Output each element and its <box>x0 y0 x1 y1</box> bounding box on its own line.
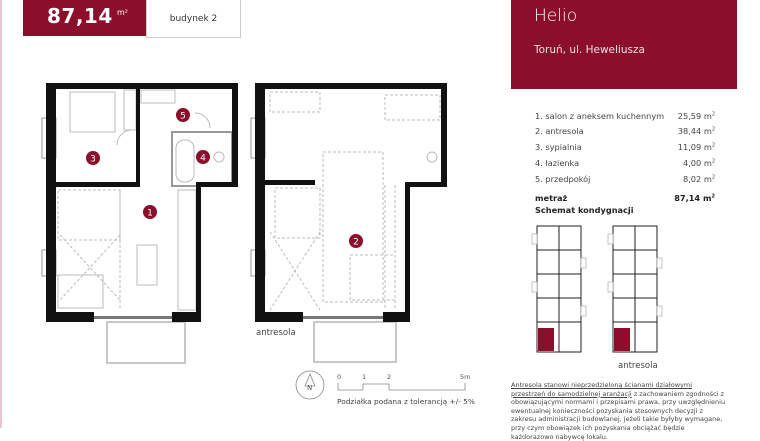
sofa-icon <box>57 274 104 309</box>
room-area: 38,44 m2 <box>677 126 715 136</box>
room-area: 25,59 m2 <box>677 111 715 121</box>
compass-icon: N <box>295 370 325 400</box>
mezzanine-note: Antresola stanowi nieprzedzieloną ściana… <box>511 381 726 441</box>
room-row: 1. salon z aneksem kuchennym 25,59 m2 <box>535 111 715 123</box>
room-label: 2. antresola <box>535 126 584 136</box>
brand-name: Helio <box>534 6 578 26</box>
balcony <box>106 321 186 364</box>
scheme-highlight-unit <box>538 328 554 351</box>
scale-bar <box>337 383 466 391</box>
room-marker-5: 5 <box>176 108 190 122</box>
kitchen-counter <box>177 189 197 311</box>
door-icon <box>116 129 133 146</box>
wardrobe-icon <box>140 89 176 104</box>
brand-box: Helio Toruń, ul. Heweliusza <box>511 0 737 89</box>
scheme-title: Schemat kondygnacji <box>535 205 634 215</box>
bathtub-icon <box>175 139 195 183</box>
scale-tick: 1 <box>362 373 367 381</box>
room-row: 5. przedpokój 8,02 m2 <box>535 174 715 186</box>
svg-text:4: 4 <box>200 154 206 164</box>
scheme-highlight-unit <box>614 328 630 351</box>
door-icon <box>194 112 211 129</box>
svg-text:N: N <box>307 384 312 392</box>
scale-tick: 0 <box>337 373 342 381</box>
room-label: 1. salon z aneksem kuchennym <box>535 111 665 121</box>
scale-tick: 2 <box>387 373 392 381</box>
svg-text:2: 2 <box>353 238 359 248</box>
floor-plans: 1 2 3 4 5 N <box>41 83 466 400</box>
mezzanine-plan-label: antresola <box>256 328 296 338</box>
room-label: 4. łazienka <box>535 158 580 168</box>
toilet-icon <box>213 151 225 163</box>
area-value: 87,14 <box>47 4 113 28</box>
stairs-icon <box>57 189 121 241</box>
scale-tick: 5m <box>460 373 471 381</box>
bed-icon <box>69 91 116 133</box>
dining-table-icon <box>136 244 158 286</box>
room-marker-3: 3 <box>86 151 100 165</box>
page-edge-line <box>0 0 2 428</box>
room-label: 5. przedpokój <box>535 174 591 184</box>
area-badge: 87,14 m² <box>23 0 146 36</box>
total-label: metraż <box>535 193 568 203</box>
room-area: 8,02 m2 <box>683 174 715 184</box>
area-unit: m² <box>117 8 128 17</box>
walls <box>46 83 447 322</box>
room-label: 3. sypialnia <box>535 142 582 152</box>
room-area: 4,00 m2 <box>683 158 715 168</box>
svg-text:3: 3 <box>90 155 96 165</box>
room-row: 2. antresola 38,44 m2 <box>535 126 715 138</box>
scale-caption: Podziałka podana z tolerancją +/- 5% <box>337 397 475 406</box>
scheme-mezzanine-label: antresola <box>618 361 658 371</box>
balcony <box>313 321 397 363</box>
floor-scheme <box>531 225 663 353</box>
total-row: metraż 87,14 m2 <box>535 193 715 205</box>
wardrobe-icon <box>123 89 137 131</box>
room-marker-2: 2 <box>349 234 363 248</box>
building-label: budynek 2 <box>146 0 241 38</box>
svg-text:5: 5 <box>180 112 186 122</box>
room-area: 11,09 m2 <box>677 142 715 152</box>
room-row: 3. sypialnia 11,09 m2 <box>535 142 715 154</box>
room-marker-4: 4 <box>196 150 210 164</box>
room-row: 4. łazienka 4,00 m2 <box>535 158 715 170</box>
svg-text:1: 1 <box>147 209 153 219</box>
total-area: 87,14 m2 <box>674 193 715 203</box>
brand-address: Toruń, ul. Heweliusza <box>534 44 645 56</box>
room-marker-1: 1 <box>143 205 157 219</box>
